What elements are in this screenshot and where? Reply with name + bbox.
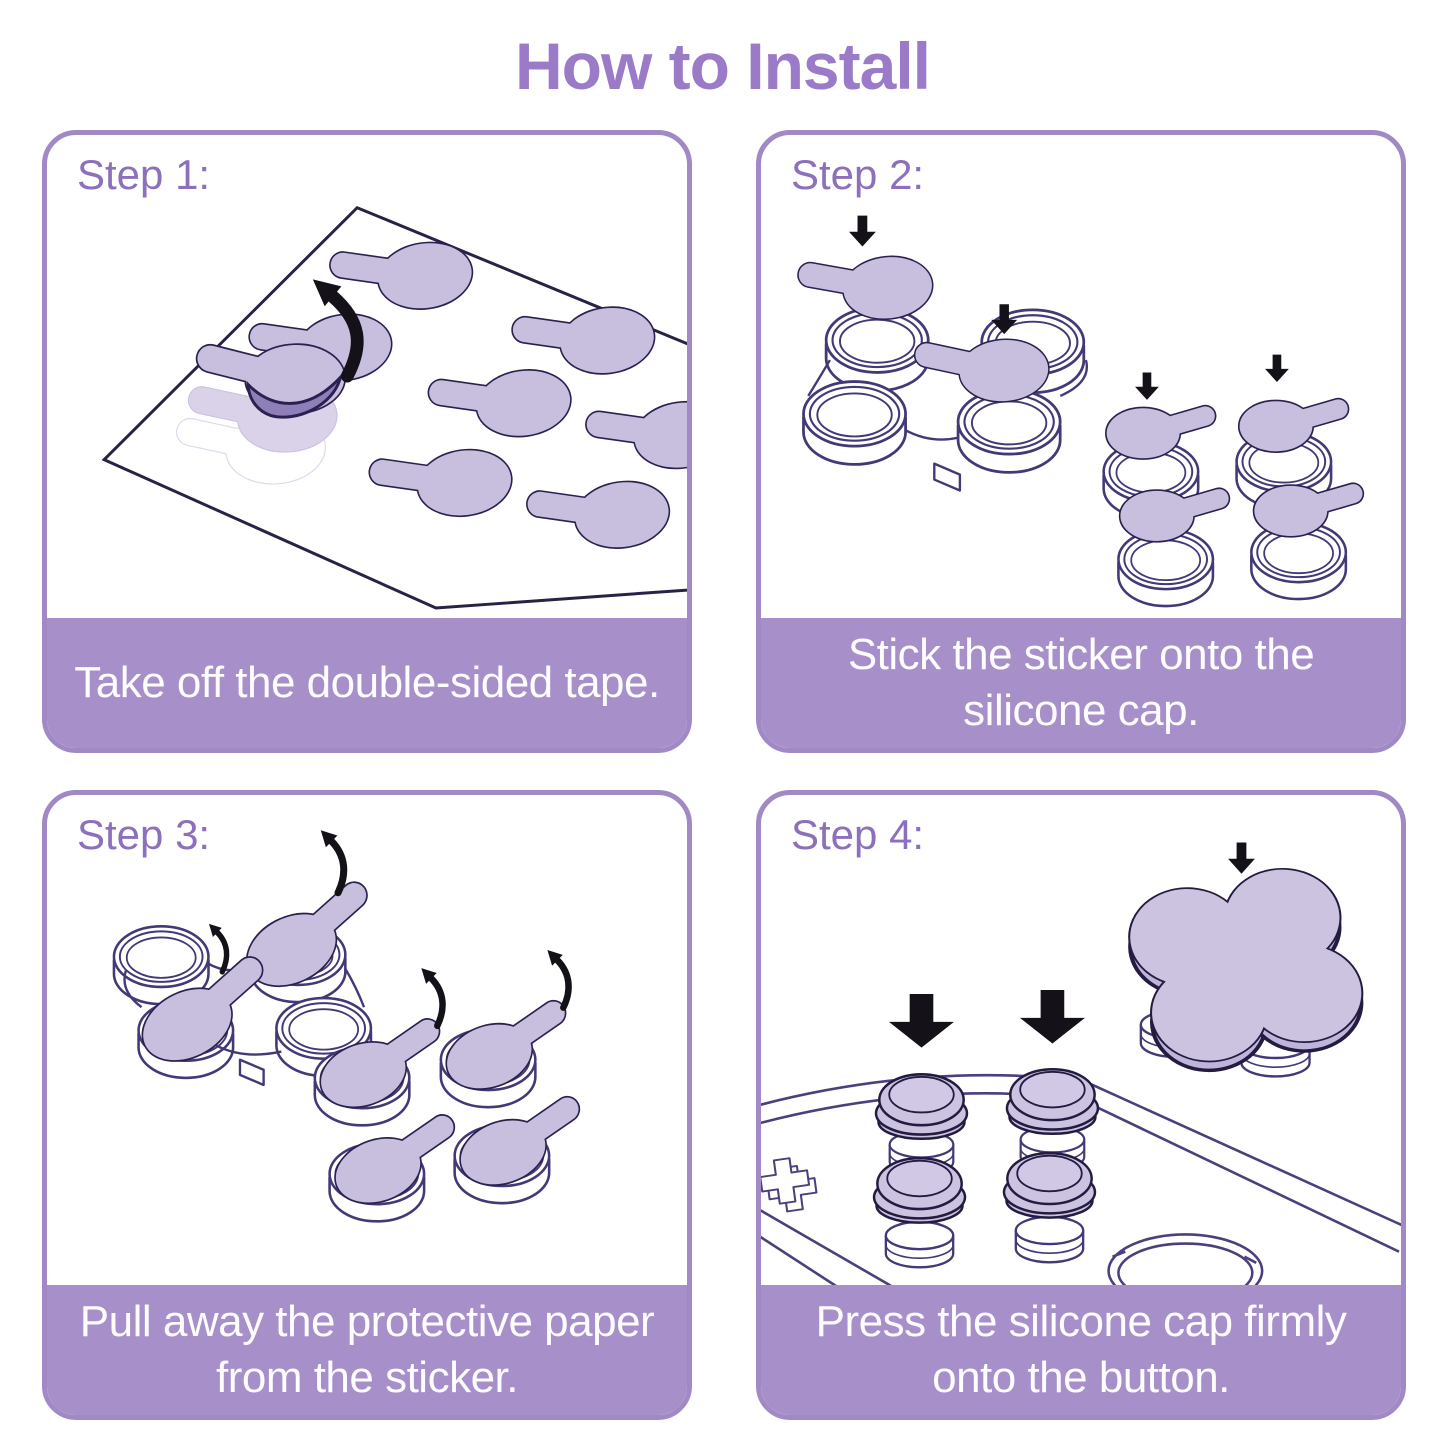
step1-canvas: Step 1: (47, 135, 687, 618)
clover-cap (1119, 860, 1372, 1080)
caption-line: onto the button. (932, 1353, 1230, 1402)
single-cap-rings (1102, 395, 1367, 608)
step1-illustration (101, 205, 687, 610)
arrow-down-icon (1265, 354, 1289, 382)
step-label: Step 1: (77, 151, 211, 198)
arrow-down-icon (1019, 989, 1085, 1044)
step-label: Step 4: (791, 811, 925, 858)
caption-line: Take off the double-sided tape. (74, 658, 660, 707)
caption-line: Stick the sticker onto the (847, 630, 1315, 679)
cap-tray-cluster (802, 306, 1088, 492)
arrow-down-icon (848, 215, 876, 247)
step-panel-2: Step 2: Stick the sticker onto the silic… (756, 130, 1406, 753)
curved-peel-arrow-icon (421, 968, 442, 1026)
arrow-down-icon (889, 994, 954, 1048)
step-caption-bar: Stick the sticker onto the silicone cap. (761, 618, 1401, 748)
peeled-sticker (171, 336, 348, 492)
page-title: How to Install (515, 29, 931, 103)
curved-peel-arrow-icon (312, 279, 364, 383)
step-caption-bar: Pull away the protective paper from the … (47, 1285, 687, 1415)
step-panel-1: Step 1: Take off the double-sided tape. (42, 130, 692, 753)
step-panel-4: Step 4: Press the silicone cap firmly on… (756, 790, 1406, 1420)
curved-peel-arrow-icon (547, 950, 568, 1008)
sticker (793, 246, 937, 330)
step-label: Step 3: (77, 811, 211, 858)
dpad-cross (761, 1154, 820, 1216)
arrow-down-icon (1135, 372, 1159, 400)
step4-canvas: Step 4: (761, 795, 1401, 1285)
step3-illustration (112, 795, 598, 1223)
step2-illustration (793, 215, 1367, 608)
step-caption-bar: Take off the double-sided tape. (47, 618, 687, 748)
caption-line: Pull away the protective paper (79, 1297, 655, 1346)
joystick-ring (1107, 1233, 1264, 1285)
step3-canvas: Step 3: (47, 795, 687, 1285)
step-caption-bar: Press the silicone cap firmly onto the b… (761, 1285, 1401, 1415)
step2-canvas: Step 2: (761, 135, 1401, 618)
caption-line: Press the silicone cap firmly (815, 1297, 1347, 1346)
step4-illustration (761, 842, 1401, 1285)
caption-line: silicone cap. (963, 686, 1199, 735)
step-panel-3: Step 3: Pull away the protective paper f… (42, 790, 692, 1420)
silicone-button-caps (872, 1067, 1100, 1269)
arrow-down-icon (1228, 842, 1255, 874)
caption-line: from the sticker. (215, 1353, 519, 1402)
steps-grid: Step 1: Take off the double-sided tape. (42, 130, 1406, 1420)
step-label: Step 2: (791, 151, 925, 198)
